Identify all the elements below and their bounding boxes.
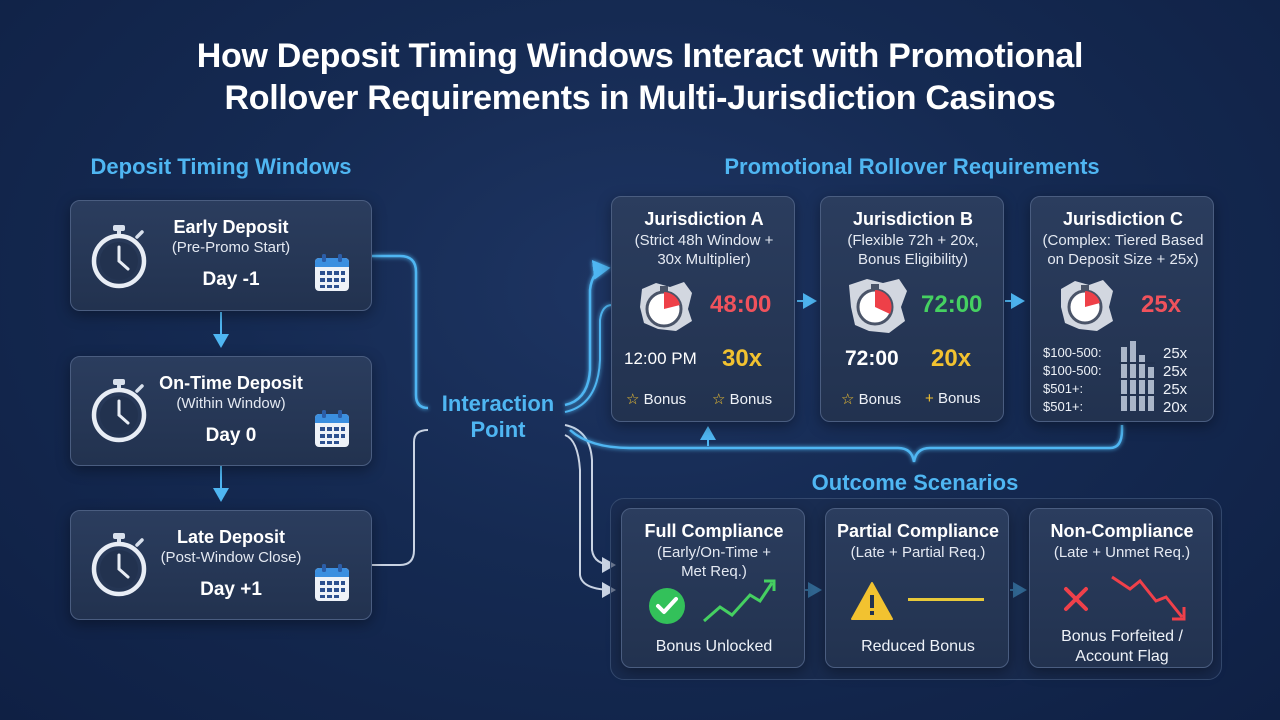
outcome-title: Partial Compliance xyxy=(836,521,1000,541)
outcome-sub2: Met Req.) xyxy=(681,563,747,580)
jurisdiction-title: Jurisdiction B xyxy=(852,209,973,229)
deposit-card-ontime: On-Time Deposit (Within Window) Day 0 xyxy=(70,356,372,466)
deposit-section-title: Deposit Timing Windows xyxy=(90,154,352,179)
outcome-card-partial: Partial Compliance (Late + Partial Req.)… xyxy=(825,508,1009,668)
deposit-card-day: Day 0 xyxy=(205,425,257,446)
calendar-icon xyxy=(315,564,349,601)
stopwatch-icon xyxy=(91,533,147,597)
x-icon xyxy=(1064,587,1088,611)
jurisdiction-sub2: Bonus Eligibility) xyxy=(857,251,969,268)
jurisdiction-title: Jurisdiction C xyxy=(1062,209,1183,229)
deposit-card-title: Late Deposit xyxy=(176,527,286,547)
outcome-card-full: Full Compliance (Early/On-Time + Met Req… xyxy=(621,508,805,668)
jurisdiction-card-a: Jurisdiction A (Strict 48h Window + 30x … xyxy=(611,196,795,422)
calendar-icon xyxy=(315,254,349,291)
plus-icon: + xyxy=(925,390,934,407)
tier-value: 25x xyxy=(1163,345,1188,362)
outcome-label: Reduced Bonus xyxy=(861,638,975,655)
star-icon: ☆ xyxy=(712,391,726,408)
tier-range: $501+: xyxy=(1043,399,1084,414)
rollover-section-title: Promotional Rollover Requirements xyxy=(724,154,1100,179)
bonus-item: ☆ Bonus xyxy=(712,391,773,408)
jurisdiction-card-c: Jurisdiction C (Complex: Tiered Based on… xyxy=(1030,196,1214,422)
jurisdiction-sub2: on Deposit Size + 25x) xyxy=(1047,251,1199,268)
star-icon: ☆ xyxy=(841,391,855,408)
interaction-line1: Interaction xyxy=(441,391,555,416)
check-icon xyxy=(649,588,685,624)
interaction-point-label: Interaction Point xyxy=(430,391,566,443)
jurisdiction-multiplier: 20x xyxy=(931,345,972,372)
jurisdiction-time: 12:00 PM xyxy=(624,349,697,368)
deposit-card-subtitle: (Pre-Promo Start) xyxy=(171,239,291,256)
calendar-icon xyxy=(315,410,349,447)
interaction-line2: Point xyxy=(470,417,526,442)
outcome-sub1: (Early/On-Time + xyxy=(656,544,772,561)
outcome-title: Non-Compliance xyxy=(1050,521,1194,541)
jurisdiction-multiplier: 30x xyxy=(722,345,763,372)
star-icon: ☆ xyxy=(626,391,640,408)
jurisdiction-sub1: (Flexible 72h + 20x, xyxy=(847,232,979,249)
tier-bars-icon xyxy=(1119,341,1155,411)
jurisdiction-multiplier: 25x xyxy=(1141,291,1182,318)
jurisdiction-time: 72:00 xyxy=(845,347,899,370)
outcome-label: Account Flag xyxy=(1075,648,1169,665)
page-title-line1: How Deposit Timing Windows Interact with… xyxy=(196,37,1084,75)
tier-range: $100-500: xyxy=(1043,345,1102,360)
deposit-card-subtitle: (Within Window) xyxy=(176,395,286,412)
line-interaction-to-jur-a-1 xyxy=(564,259,611,407)
outcome-sub1: (Late + Unmet Req.) xyxy=(1053,544,1191,561)
warning-icon xyxy=(851,582,893,620)
line-feedback-bracket xyxy=(569,425,1124,463)
trend-down-icon xyxy=(1111,575,1186,621)
bonus-item: + Bonus xyxy=(925,390,981,407)
jurisdiction-sub2: 30x Multiplier) xyxy=(657,251,751,268)
bonus-item: ☆ Bonus xyxy=(626,391,687,408)
map-timer-icon xyxy=(1061,280,1113,331)
outcome-sub1: (Late + Partial Req.) xyxy=(850,544,986,561)
tier-list: $100-500: $100-500: $501+: $501+: xyxy=(1043,345,1133,417)
deposit-card-day: Day -1 xyxy=(202,269,260,290)
tier-value: 20x xyxy=(1163,399,1188,416)
deposit-card-early: Early Deposit (Pre-Promo Start) Day -1 xyxy=(70,200,372,311)
line-interaction-to-outcome-2 xyxy=(564,434,616,598)
outcome-section-title: Outcome Scenarios xyxy=(811,470,1019,495)
outcome-title: Full Compliance xyxy=(644,521,784,541)
outcome-card-non: Non-Compliance (Late + Unmet Req.) Bonus… xyxy=(1029,508,1213,668)
line-late-to-interaction xyxy=(372,429,429,566)
jurisdiction-sub1: (Strict 48h Window + xyxy=(634,232,774,249)
line-interaction-to-jur-a-2 xyxy=(564,304,613,413)
jurisdiction-card-b: Jurisdiction B (Flexible 72h + 20x, Bonu… xyxy=(820,196,1004,422)
tier-value: 25x xyxy=(1163,381,1188,398)
bonus-item: ☆ Bonus xyxy=(841,391,902,408)
line-early-to-interaction xyxy=(372,254,429,410)
page-title-line2: Rollover Requirements in Multi-Jurisdict… xyxy=(224,79,1056,117)
deposit-card-late: Late Deposit (Post-Window Close) Day +1 xyxy=(70,510,372,620)
stopwatch-icon xyxy=(91,379,147,443)
jurisdiction-sub1: (Complex: Tiered Based xyxy=(1042,232,1204,249)
outcome-label: Bonus Unlocked xyxy=(655,638,773,655)
deposit-card-title: Early Deposit xyxy=(173,217,289,237)
jurisdiction-timer: 72:00 xyxy=(921,291,983,318)
outcome-label: Bonus Forfeited / xyxy=(1061,628,1183,645)
line-interaction-to-outcome-1 xyxy=(564,424,616,573)
tier-range: $100-500: xyxy=(1043,363,1102,378)
flat-line-icon xyxy=(908,598,984,601)
deposit-card-title: On-Time Deposit xyxy=(159,373,303,393)
tier-value: 25x xyxy=(1163,363,1188,380)
deposit-card-day: Day +1 xyxy=(200,579,262,600)
map-timer-icon xyxy=(849,279,907,333)
trend-up-icon xyxy=(703,579,776,623)
deposit-card-subtitle: (Post-Window Close) xyxy=(160,549,302,566)
jurisdiction-timer: 48:00 xyxy=(710,291,772,318)
map-timer-icon xyxy=(640,282,692,331)
tier-values: 25x 25x 25x 20x xyxy=(1163,345,1187,417)
stopwatch-icon xyxy=(91,225,147,289)
jurisdiction-title: Jurisdiction A xyxy=(644,209,764,229)
tier-range: $501+: xyxy=(1043,381,1084,396)
